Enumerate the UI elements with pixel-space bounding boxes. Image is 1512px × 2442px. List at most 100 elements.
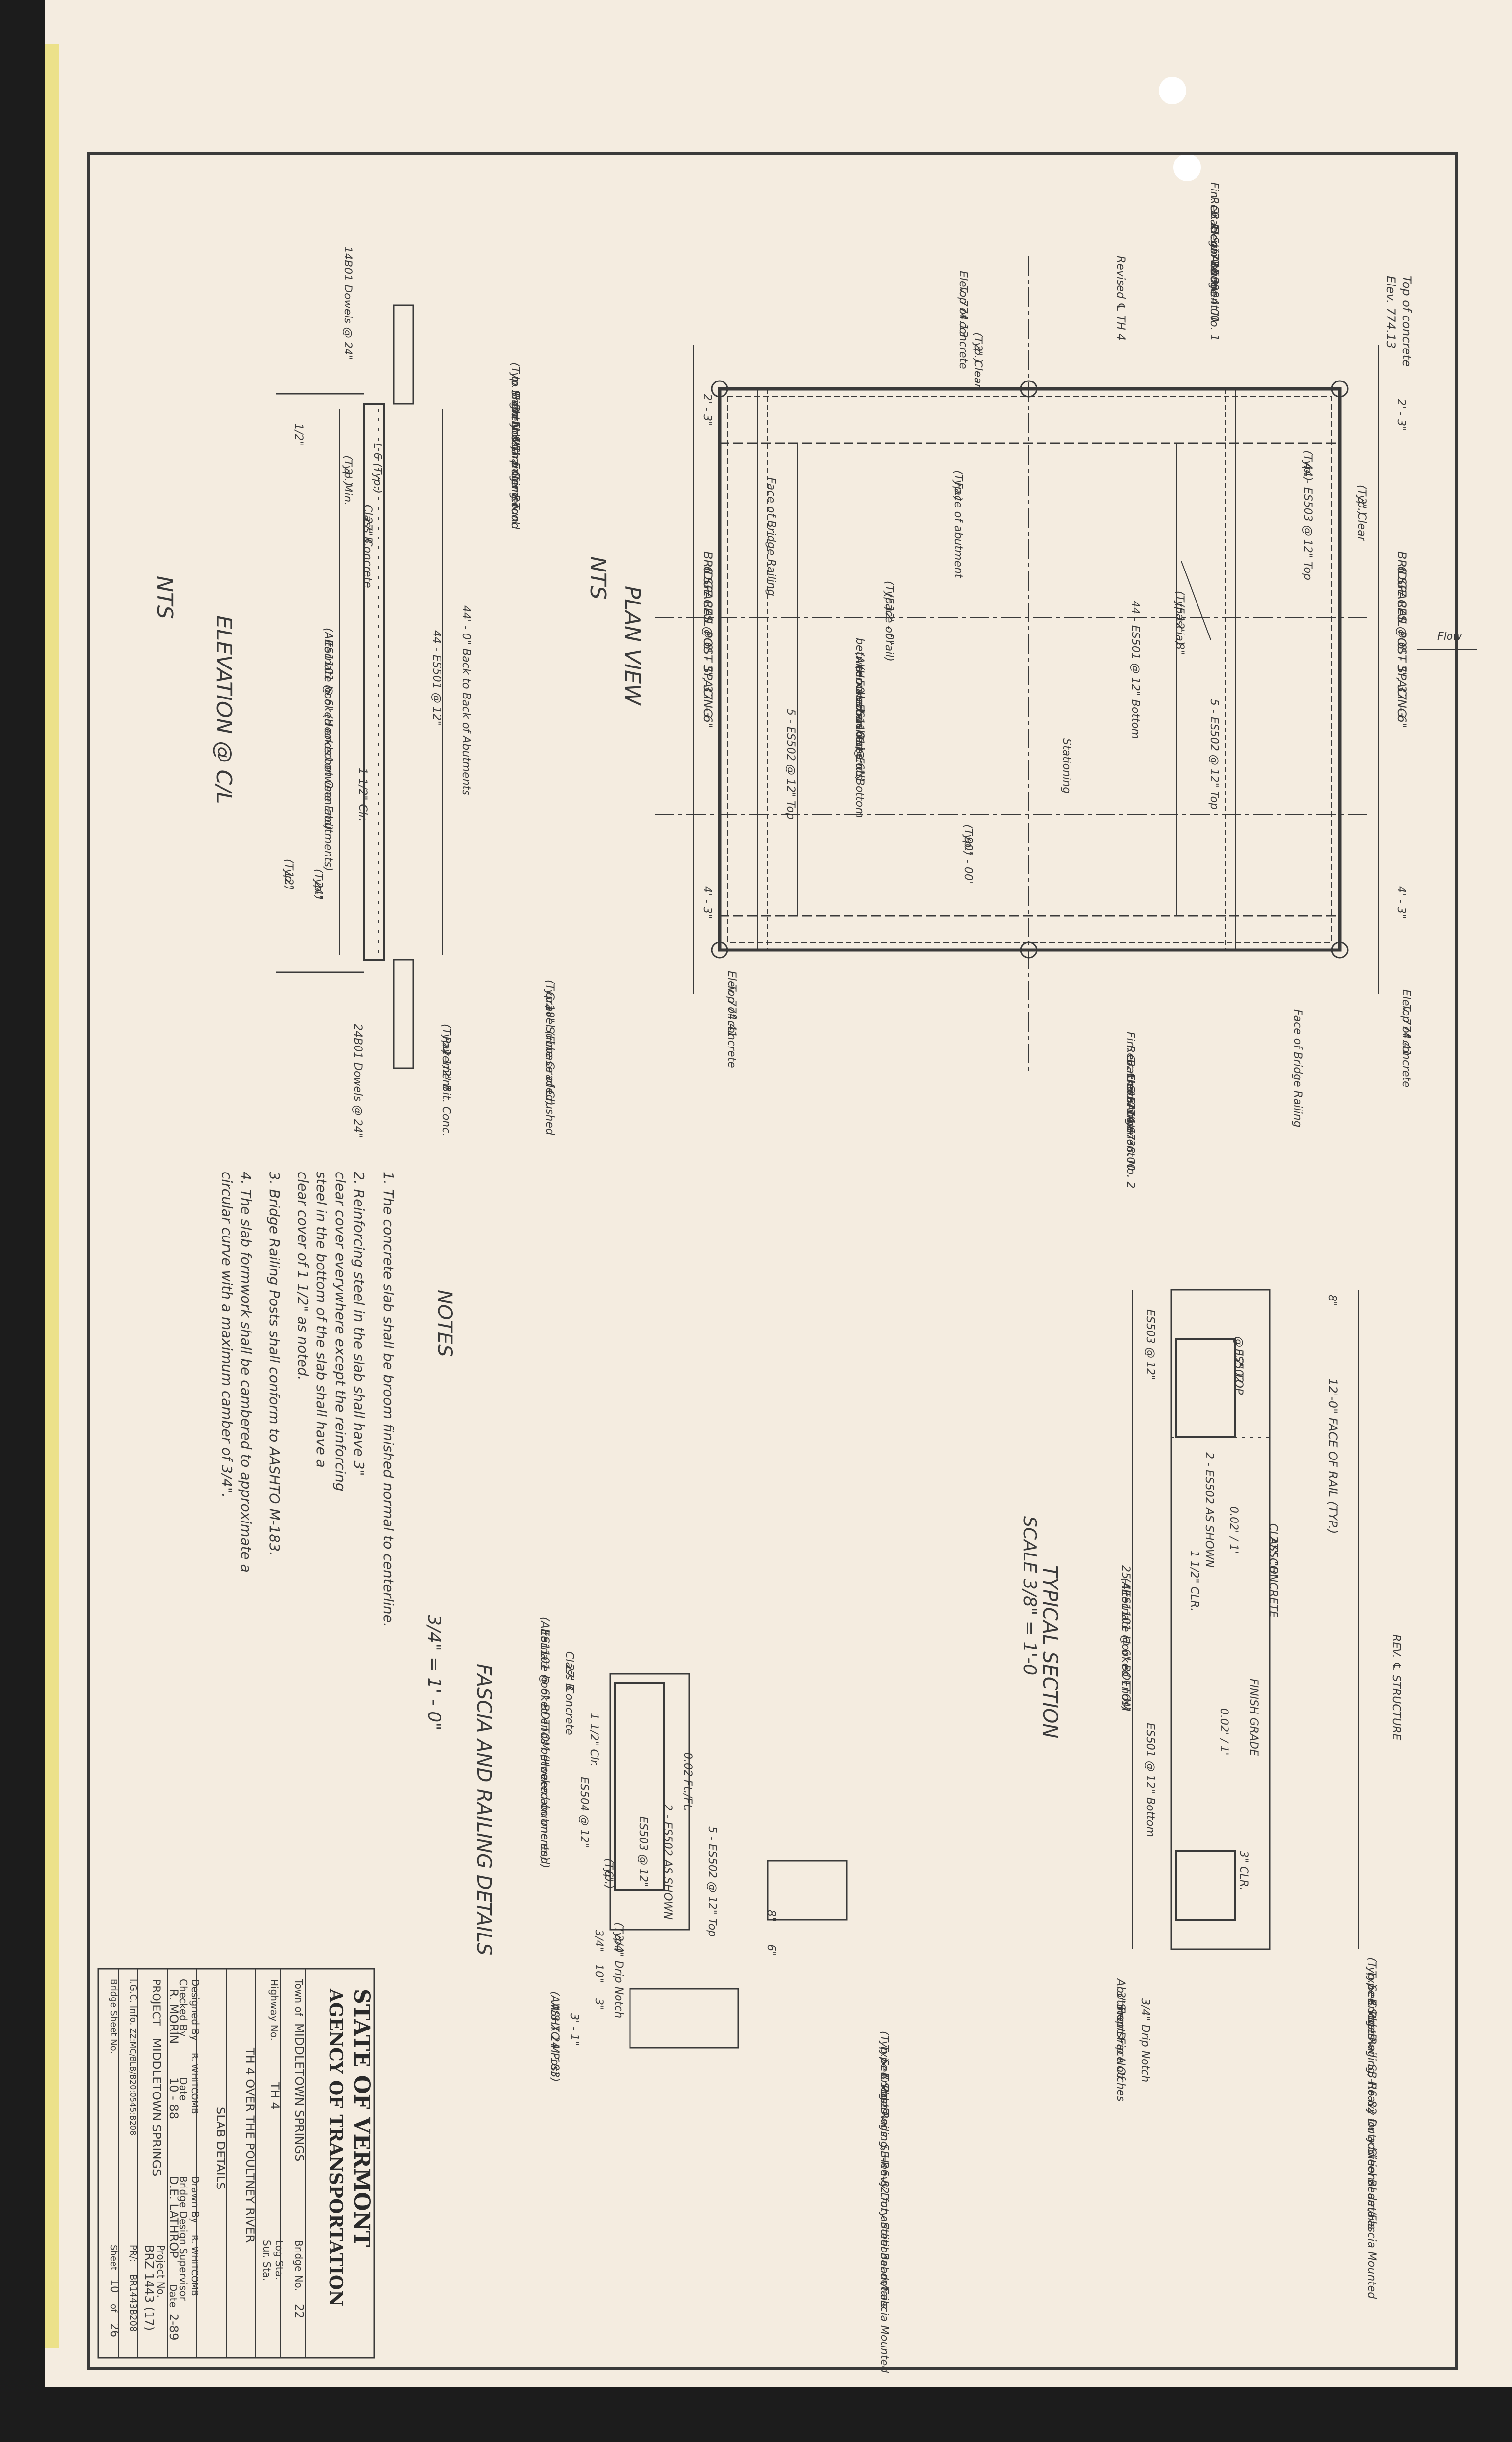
- svg-text:Sheet: Sheet: [108, 2245, 119, 2270]
- svg-text:(Typ.): (Typ.): [283, 859, 295, 890]
- svg-text:clear cover everywhere except: clear cover everywhere except the reinfo…: [332, 1172, 348, 1491]
- svg-text:Face of Bridge Railing: Face of Bridge Railing: [1292, 1009, 1304, 1128]
- svg-text:(Typ.): (Typ.): [972, 332, 984, 363]
- svg-text:ELEVATION @ C/L: ELEVATION @ C/L: [211, 615, 236, 804]
- svg-text:12' - 8": 12' - 8": [1173, 615, 1186, 655]
- svg-text:Log Sta.: Log Sta.: [273, 2240, 285, 2280]
- svg-text:W8 X 24 Post: W8 X 24 Post: [548, 2003, 561, 2076]
- svg-text:TH 4: TH 4: [268, 2082, 282, 2110]
- svg-text:0.02' / 1': 0.02' / 1': [1228, 1506, 1240, 1554]
- svg-text:3": 3": [593, 1998, 605, 2010]
- svg-text:(Face of rail): (Face of rail): [883, 593, 895, 662]
- svg-text:1 1/2" CLR.: 1 1/2" CLR.: [1188, 1551, 1200, 1611]
- svg-text:6": 6": [765, 1944, 777, 1956]
- svg-text:(Hooked on One End): (Hooked on One End): [853, 666, 866, 782]
- svg-text:12'-0" FACE OF RAIL (TYP.): 12'-0" FACE OF RAIL (TYP.): [1326, 1378, 1340, 1534]
- svg-text:See Std. Dwgs. SB-R6-82 for ad: See Std. Dwgs. SB-R6-82 for additional d…: [878, 2059, 890, 2309]
- svg-text:Fin. Gr. Elev. 774.67: Fin. Gr. Elev. 774.67: [1124, 1032, 1136, 1141]
- svg-text:circular curve with a maximum: circular curve with a maximum camber of …: [219, 1172, 235, 1498]
- svg-text:ES1101 @ 6" (Hooked on One En: ES1101 @ 6" (Hooked on One End): [322, 640, 334, 830]
- svg-text:(Typ.): (Typ.): [342, 455, 354, 486]
- tape-strip: [45, 44, 59, 2348]
- svg-text:See Std. Dwg. SB-R6-82 for add: See Std. Dwg. SB-R6-82 for additional de…: [1365, 1985, 1378, 2229]
- svg-text:3" From Face Of: 3" From Face Of: [1114, 1991, 1127, 2081]
- svg-text:Revised ℄ TH 4: Revised ℄ TH 4: [1114, 256, 1127, 341]
- svg-text:Bridge Design Supervisor: Bridge Design Supervisor: [177, 2176, 189, 2301]
- svg-text:ZZ:MC/BLB/B20:0545:B208: ZZ:MC/BLB/B20:0545:B208: [128, 2028, 138, 2135]
- fascia-title: FASCIA AND RAILING DETAILS 3/4" = 1' - 0…: [424, 1615, 495, 1955]
- svg-text:18" Subbase of Crushed: 18" Subbase of Crushed: [543, 1004, 556, 1136]
- svg-text:Pavement: Pavement: [440, 1036, 452, 1091]
- svg-text:12' - 0": 12' - 0": [883, 605, 895, 645]
- svg-text:27" Concrete: 27" Concrete: [361, 517, 374, 588]
- svg-text:Back of Abutment No. 2: Back of Abutment No. 2: [1124, 1059, 1136, 1189]
- svg-text:@ 12" TOP: @ 12" TOP: [1232, 1336, 1245, 1395]
- svg-text:(Typ.): (Typ.): [1355, 485, 1368, 516]
- svg-text:Elev. 774.13: Elev. 774.13: [957, 271, 969, 338]
- svg-text:50 - ES1101 @ 6" Bottom: 50 - ES1101 @ 6" Bottom: [853, 679, 866, 818]
- svg-text:44' - 0" Back to Back of Abut: 44' - 0" Back to Back of Abutments: [460, 605, 472, 795]
- svg-text:4' - 3": 4' - 3": [701, 886, 713, 919]
- svg-text:2 - ES502 AS SHOWN: 2 - ES502 AS SHOWN: [1203, 1452, 1215, 1568]
- svg-text:Bridge Railing, Heavy Duty Ste: Bridge Railing, Heavy Duty Steel Beam/Fa…: [1365, 1998, 1378, 2299]
- svg-text:(Typ.): (Typ.): [312, 869, 324, 900]
- svg-text:(Typ.): (Typ.): [883, 581, 895, 612]
- svg-text:BRIDGE RAIL POST SPACING: BRIDGE RAIL POST SPACING: [1395, 551, 1409, 717]
- plan-view-title: PLAN VIEW NTS: [585, 556, 645, 706]
- svg-text:Top of concrete: Top of concrete: [957, 285, 969, 369]
- svg-text:1. The concrete slab shall be: 1. The concrete slab shall be broom fini…: [380, 1172, 397, 1627]
- svg-text:2 1/2" Bit. Conc.: 2 1/2" Bit. Conc.: [440, 1048, 452, 1137]
- svg-text:PR/:: PR/:: [128, 2245, 138, 2262]
- svg-text:I.G.C. Info.: I.G.C. Info.: [128, 1979, 138, 2025]
- svg-text:26: 26: [108, 2323, 120, 2337]
- svg-text:8": 8": [1326, 1295, 1338, 1306]
- svg-text:Drawn By: Drawn By: [189, 2176, 201, 2223]
- svg-text:Do Not Chamfer Round: Do Not Chamfer Round: [509, 404, 521, 530]
- svg-text:(Typ.): (Typ.): [602, 1858, 615, 1889]
- svg-text:0.02' / 1': 0.02' / 1': [1218, 1708, 1230, 1755]
- svg-text:ES504 @ 12": ES504 @ 12": [578, 1777, 590, 1848]
- svg-text:BRIDGE RAIL POST SPACING: BRIDGE RAIL POST SPACING: [701, 551, 715, 717]
- svg-text:Bridge Railing, Heavy Duty Ste: Bridge Railing, Heavy Duty Steel Beam/Fa…: [878, 2072, 890, 2373]
- fascia-detail: [609, 1673, 848, 2049]
- svg-text:steel in the bottom of the sla: steel in the bottom of the slab shall ha…: [314, 1172, 330, 1468]
- svg-text:BR1443B208: BR1443B208: [128, 2274, 138, 2332]
- svg-text:3/4" Drip Notch: 3/4" Drip Notch: [1139, 1998, 1151, 2082]
- scan-border-left: [0, 0, 45, 2442]
- svg-text:D.E. LATHROP: D.E. LATHROP: [167, 2176, 181, 2258]
- svg-text:3. Bridge Railing Posts shall: 3. Bridge Railing Posts shall conform to…: [266, 1172, 283, 1556]
- svg-text:10": 10": [593, 1964, 605, 1983]
- svg-text:between abutments): between abutments): [853, 638, 866, 751]
- svg-text:(Typ.): (Typ.): [1365, 1957, 1378, 1988]
- svg-text:44 - ES501 @ 12" Bottom: 44 - ES501 @ 12" Bottom: [1129, 601, 1141, 739]
- svg-text:of: of: [108, 2304, 119, 2313]
- svg-text:Date: Date: [167, 2284, 179, 2308]
- svg-text:2. Reinforcing steel in the sl: 2. Reinforcing steel in the slab shall h…: [351, 1172, 367, 1476]
- svg-text:L 6 (Typ.): L 6 (Typ.): [371, 443, 383, 494]
- svg-text:Elev. 774.13: Elev. 774.13: [1384, 276, 1398, 349]
- svg-text:ES1101 @ 6" BOTTOM: ES1101 @ 6" BOTTOM: [1119, 1590, 1132, 1712]
- svg-text:NOTES: NOTES: [433, 1290, 456, 1357]
- svg-text:3/4" = 1' - 0": 3/4" = 1' - 0": [424, 1615, 444, 1731]
- svg-text:(Typ.): (Typ.): [612, 1922, 625, 1953]
- svg-text:6 SPACES @ 6' - 3", 37' - 6": 6 SPACES @ 6' - 3", 37' - 6": [701, 566, 715, 728]
- svg-text:6 SPACES @ 6' - 3", 37' - 6": 6 SPACES @ 6' - 3", 37' - 6": [1395, 566, 1409, 728]
- svg-text:Type C Posts: Type C Posts: [1365, 1971, 1378, 2040]
- svg-text:12": 12": [283, 871, 295, 890]
- svg-text:10: 10: [108, 2279, 120, 2293]
- svg-text:Face of abutment: Face of abutment: [952, 482, 964, 579]
- svg-text:(AASHTO M-183): (AASHTO M-183): [548, 1991, 561, 2082]
- svg-text:(Typ.): (Typ.): [962, 825, 974, 856]
- svg-text:ES503 @ 12": ES503 @ 12": [637, 1816, 649, 1887]
- svg-text:ES1101 @ 6" BOTTOM (Hooked on: ES1101 @ 6" BOTTOM (Hooked on one end): [538, 1629, 551, 1868]
- svg-text:TYPICAL SECTION: TYPICAL SECTION: [1039, 1565, 1061, 1738]
- svg-text:0.02 Ft./Ft.: 0.02 Ft./Ft.: [681, 1752, 693, 1811]
- svg-text:3/4": 3/4": [593, 1930, 605, 1952]
- svg-text:Abutments: Abutments: [1114, 1978, 1127, 2038]
- svg-text:8": 8": [765, 1910, 777, 1922]
- svg-text:Class B: Class B: [563, 1651, 575, 1691]
- svg-text:1 1/2" Clr.: 1 1/2" Clr.: [356, 768, 369, 822]
- svg-text:PROJECT: PROJECT: [150, 1979, 162, 2026]
- svg-text:5 - ES502 @ 12" Top: 5 - ES502 @ 12" Top: [706, 1826, 718, 1937]
